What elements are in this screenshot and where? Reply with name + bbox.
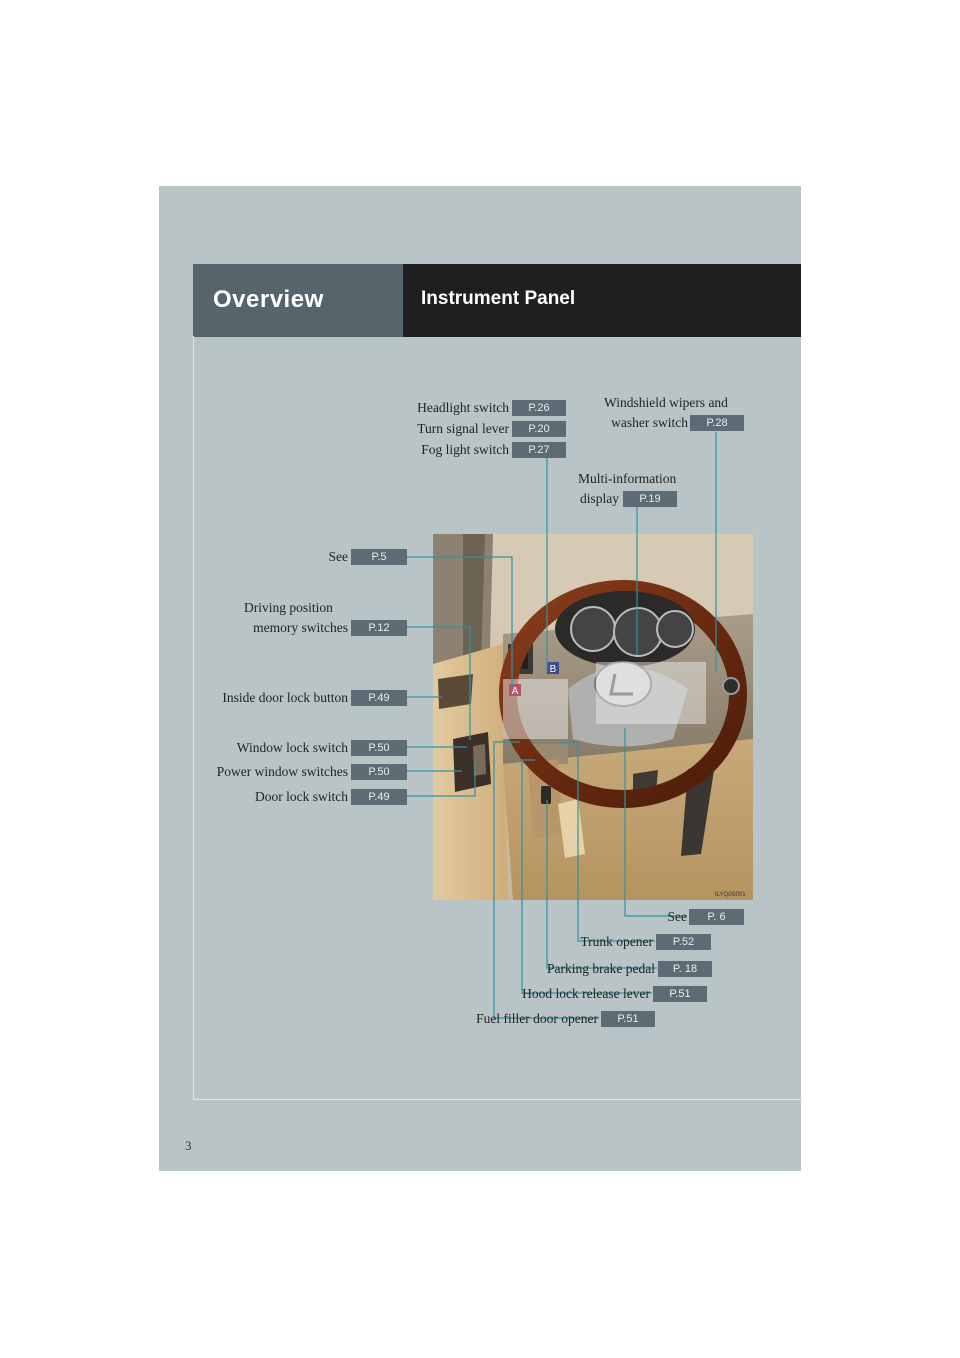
label-see-b: See [667,909,688,924]
page-ref-door-lock-switch[interactable]: P.49 [351,789,407,805]
instrument-panel-illustration: A B [433,534,753,900]
leader-trunk [560,741,655,942]
page-ref-window-lock-switch[interactable]: P.50 [351,740,407,756]
label-multi-information-line1: Multi-information [578,471,677,486]
page-ref-parking-brake-pedal[interactable]: P. 18 [658,961,712,977]
page-ref-fog-light-switch[interactable]: P.27 [512,442,566,458]
leader-see-b [624,728,687,917]
label-multi-information-line2: display [580,491,619,506]
page-ref-trunk-opener[interactable]: P.52 [656,934,711,950]
label-fog-light-switch: Fog light switch [421,442,509,457]
content-frame [193,336,802,1100]
page-ref-inside-door-lock-button[interactable]: P.49 [351,690,407,706]
page-ref-driving-position[interactable]: P.12 [351,620,407,636]
page-title: Instrument Panel [421,288,576,309]
page-header: Instrument Panel [403,264,801,337]
leader-see-a [407,556,513,688]
label-driving-position-line2: memory switches [253,620,348,635]
page-ref-see-a[interactable]: P.5 [351,549,407,565]
illustration-code: ILYQ0S001 [715,892,746,898]
label-see-a: See [328,549,349,564]
section-title: Overview [213,286,324,313]
page-ref-see-b[interactable]: P. 6 [689,909,744,925]
label-door-lock-switch: Door lock switch [255,789,348,804]
leader-parking [546,800,657,969]
leader-door-lock [407,762,476,797]
label-hood-lock-release-lever: Hood lock release lever [522,986,650,1001]
label-headlight-switch: Headlight switch [417,400,509,415]
label-window-lock-switch: Window lock switch [236,740,348,755]
label-windshield-wipers-line1: Windshield wipers and [604,395,728,410]
label-parking-brake-pedal: Parking brake pedal [547,961,655,976]
label-inside-door-lock-button: Inside door lock button [222,690,348,705]
page-number: 3 [185,1138,192,1153]
page-ref-power-window-switches[interactable]: P.50 [351,764,407,780]
page-ref-headlight-switch[interactable]: P.26 [512,400,566,416]
leader-fuel [493,741,599,1019]
label-turn-signal-lever: Turn signal lever [417,421,509,436]
label-fuel-filler-door-opener: Fuel filler door opener [476,1011,598,1026]
badge-a: A [512,686,519,697]
page-ref-multi-information[interactable]: P.19 [623,491,677,507]
label-windshield-wipers-line2: washer switch [611,415,688,430]
leader-memory [407,626,471,740]
page-ref-hood-lock-release-lever[interactable]: P.51 [653,986,707,1002]
page-ref-windshield-wipers[interactable]: P.28 [690,415,744,431]
label-driving-position-line1: Driving position [244,600,333,615]
label-power-window-switches: Power window switches [216,764,348,779]
label-trunk-opener: Trunk opener [580,934,653,949]
section-header: Overview [193,264,403,337]
leader-hood [521,759,652,994]
badge-b: B [550,664,557,675]
page-ref-turn-signal-lever[interactable]: P.20 [512,421,566,437]
page-ref-fuel-filler-door-opener[interactable]: P.51 [601,1011,655,1027]
